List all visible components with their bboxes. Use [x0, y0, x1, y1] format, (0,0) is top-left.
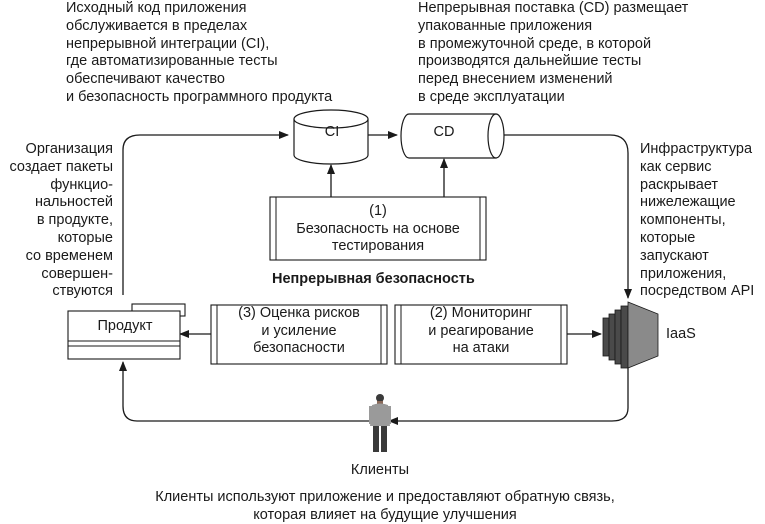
flow-iaas-to-clients — [388, 368, 629, 425]
note-cd-description: Непрерывная поставка (CD) размещает упак… — [418, 0, 689, 105]
product-label: Продукт — [97, 318, 153, 334]
cd-cylinder — [400, 113, 505, 159]
note-iaas-description: Инфраструктура как сервис раскрывает ниж… — [640, 141, 755, 300]
cd-label: CD — [433, 124, 455, 140]
ci-cylinder — [293, 109, 369, 165]
process-3-label: (3) Оценка рисков и усиление безопасност… — [238, 305, 360, 356]
process-box-2 — [394, 304, 568, 365]
iaas-label: IaaS — [666, 326, 696, 342]
iaas-server-icon — [602, 301, 659, 369]
flow-cd-to-iaas — [504, 134, 632, 299]
flow-product-to-ci — [122, 131, 289, 295]
product-package — [67, 303, 186, 360]
note-ci-description: Исходный код приложения обслуживается в … — [66, 0, 333, 105]
note-organization-description: Организация создает пакеты функцио- наль… — [9, 141, 114, 300]
process-1-label: (1) Безопасность на основе тестирования — [296, 203, 460, 254]
note-clients-description: Клиенты используют приложение и предоста… — [155, 489, 615, 523]
flow-clients-to-product — [119, 361, 371, 422]
person-icon — [369, 394, 391, 452]
diagram-title: Непрерывная безопасность — [272, 271, 475, 287]
clients-label: Клиенты — [350, 462, 410, 478]
process-box-1 — [269, 196, 487, 261]
process-2-label: (2) Мониторинг и реагирование на атаки — [428, 305, 534, 356]
ci-label: CI — [324, 124, 340, 140]
process-box-3 — [210, 304, 388, 365]
